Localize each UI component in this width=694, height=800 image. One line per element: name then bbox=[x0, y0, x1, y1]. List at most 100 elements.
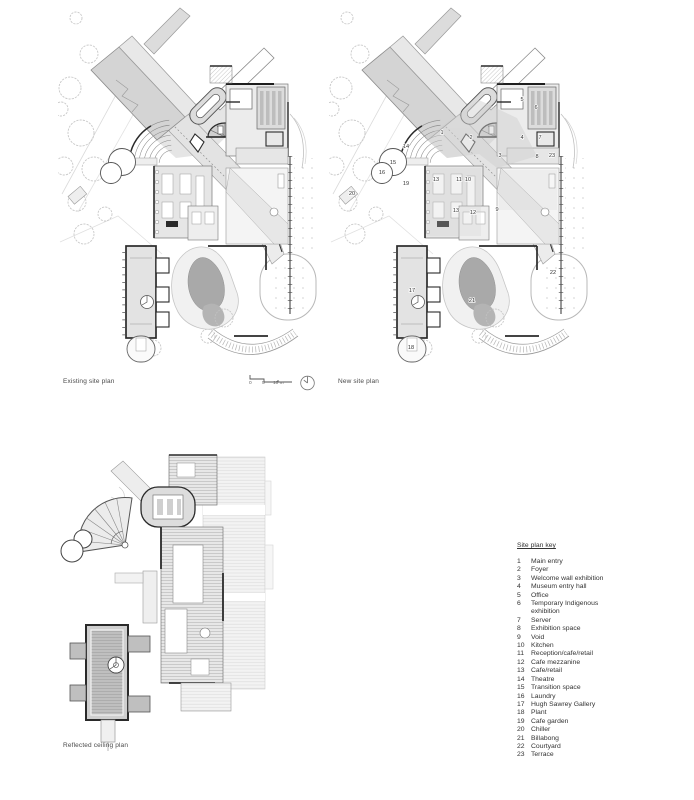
key-item: 21 Billabong bbox=[517, 735, 617, 743]
plan-number-label: 5 bbox=[520, 97, 523, 103]
plan-number-label: 7 bbox=[538, 135, 541, 141]
reflected-ceiling-plan-drawing bbox=[53, 453, 315, 755]
ceiling-plan-caption: Reflected ceiling plan bbox=[63, 742, 129, 749]
key-item-number: 10 bbox=[517, 642, 525, 650]
scale-label-0: 0 bbox=[249, 381, 252, 386]
key-item: 8 Exhibition space bbox=[517, 625, 617, 633]
existing-site-plan-drawing bbox=[58, 6, 330, 368]
scale-bar: 0 5 10 m bbox=[247, 370, 299, 390]
key-item-number: 7 bbox=[517, 616, 521, 624]
key-item-label: Terrace bbox=[531, 751, 554, 759]
plan-number-label: 17 bbox=[409, 288, 415, 294]
key-item: 10 Kitchen bbox=[517, 642, 617, 650]
key-item: 5 Office bbox=[517, 592, 617, 600]
key-item-number: 16 bbox=[517, 692, 525, 700]
key-item: 15 Transition space bbox=[517, 684, 617, 692]
key-item-number: 23 bbox=[517, 751, 525, 759]
key-item: 11 Reception/cafe/retail bbox=[517, 650, 617, 658]
key-item-number: 4 bbox=[517, 583, 521, 591]
plan-number-label: 3 bbox=[498, 153, 501, 159]
key-item-label: Cafe/retail bbox=[531, 667, 562, 675]
key-item-number: 2 bbox=[517, 566, 521, 574]
plan-number-label: 20 bbox=[349, 191, 355, 197]
key-item: 23 Terrace bbox=[517, 751, 617, 759]
new-plan-caption: New site plan bbox=[338, 378, 379, 385]
key-item-label: Void bbox=[531, 633, 545, 641]
key-item-number: 12 bbox=[517, 658, 525, 666]
key-item-label: Exhibition space bbox=[531, 625, 581, 633]
key-item-label: Plant bbox=[531, 709, 547, 717]
key-item-number: 22 bbox=[517, 742, 525, 750]
plan-number-label: 12 bbox=[470, 210, 476, 216]
key-item: 12 Cafe mezzanine bbox=[517, 659, 617, 667]
plan-number-label: 13 bbox=[433, 177, 439, 183]
key-item-label: Hugh Sawrey Gallery bbox=[531, 700, 596, 708]
key-item-number: 21 bbox=[517, 734, 525, 742]
key-item-number: 13 bbox=[517, 667, 525, 675]
key-item-number: 8 bbox=[517, 625, 521, 633]
plan-number-label: 2 bbox=[469, 135, 472, 141]
plan-number-label: 22 bbox=[550, 270, 556, 276]
key-item-number: 1 bbox=[517, 558, 521, 565]
key-item-label: Server bbox=[531, 616, 552, 624]
existing-plan-caption: Existing site plan bbox=[63, 378, 115, 385]
key-item-label: Temporary Indigenous exhibition bbox=[531, 600, 599, 616]
plan-number-label: 6 bbox=[534, 105, 537, 111]
key-item: 13 Cafe/retail bbox=[517, 667, 617, 675]
plan-number-label: 4 bbox=[520, 135, 523, 141]
key-item: 6 Temporary Indigenous exhibition bbox=[517, 600, 617, 617]
key-item-label: Transition space bbox=[531, 684, 581, 692]
key-item-label: Chiller bbox=[531, 726, 551, 734]
key-item-number: 5 bbox=[517, 591, 521, 599]
plan-number-label: 16 bbox=[379, 170, 385, 176]
key-item-number: 6 bbox=[517, 600, 521, 608]
key-item-number: 9 bbox=[517, 633, 521, 641]
key-item-label: Kitchen bbox=[531, 642, 554, 650]
key-item: 1 Main entry bbox=[517, 558, 617, 566]
key-item-number: 11 bbox=[517, 650, 525, 658]
plan-number-label: 19 bbox=[403, 181, 409, 187]
site-plan-key-title: Site plan key bbox=[517, 542, 556, 549]
key-item: 16 Laundry bbox=[517, 693, 617, 701]
key-item: 9 Void bbox=[517, 634, 617, 642]
plan-number-label: 9 bbox=[495, 207, 498, 213]
plan-number-label: 13 bbox=[453, 208, 459, 214]
key-item-label: Billabong bbox=[531, 734, 559, 742]
key-item-label: Cafe garden bbox=[531, 717, 569, 725]
plan-number-label: 8 bbox=[535, 154, 538, 160]
plan-number-label: 10 bbox=[465, 177, 471, 183]
key-item-number: 20 bbox=[517, 726, 525, 734]
north-arrow-icon bbox=[299, 374, 316, 391]
key-item-label: Courtyard bbox=[531, 742, 561, 750]
key-item-label: Welcome wall exhibition bbox=[531, 574, 604, 582]
key-item-label: Reception/cafe/retail bbox=[531, 650, 593, 658]
key-item-number: 14 bbox=[517, 675, 525, 683]
key-item-number: 15 bbox=[517, 684, 525, 692]
key-item: 19 Cafe garden bbox=[517, 718, 617, 726]
key-item-label: Main entry bbox=[531, 558, 563, 565]
plan-number-label: 23 bbox=[549, 153, 555, 159]
scale-label-5: 5 bbox=[262, 381, 265, 386]
scale-label-10: 10 m bbox=[273, 381, 284, 386]
key-item: 22 Courtyard bbox=[517, 743, 617, 751]
plan-number-label: 14 bbox=[403, 144, 409, 150]
key-item-label: Office bbox=[531, 591, 549, 599]
key-item-label: Cafe mezzanine bbox=[531, 658, 581, 666]
key-item-number: 3 bbox=[517, 574, 521, 582]
key-item: 7 Server bbox=[517, 617, 617, 625]
key-item-number: 18 bbox=[517, 709, 525, 717]
plan-number-label: 11 bbox=[456, 177, 462, 183]
key-item-number: 19 bbox=[517, 717, 525, 725]
plan-number-label: 15 bbox=[390, 160, 396, 166]
key-item-label: Laundry bbox=[531, 692, 556, 700]
plan-number-label: 18 bbox=[408, 345, 414, 351]
scale-bar-icon bbox=[249, 375, 292, 383]
key-item: 18 Plant bbox=[517, 709, 617, 717]
